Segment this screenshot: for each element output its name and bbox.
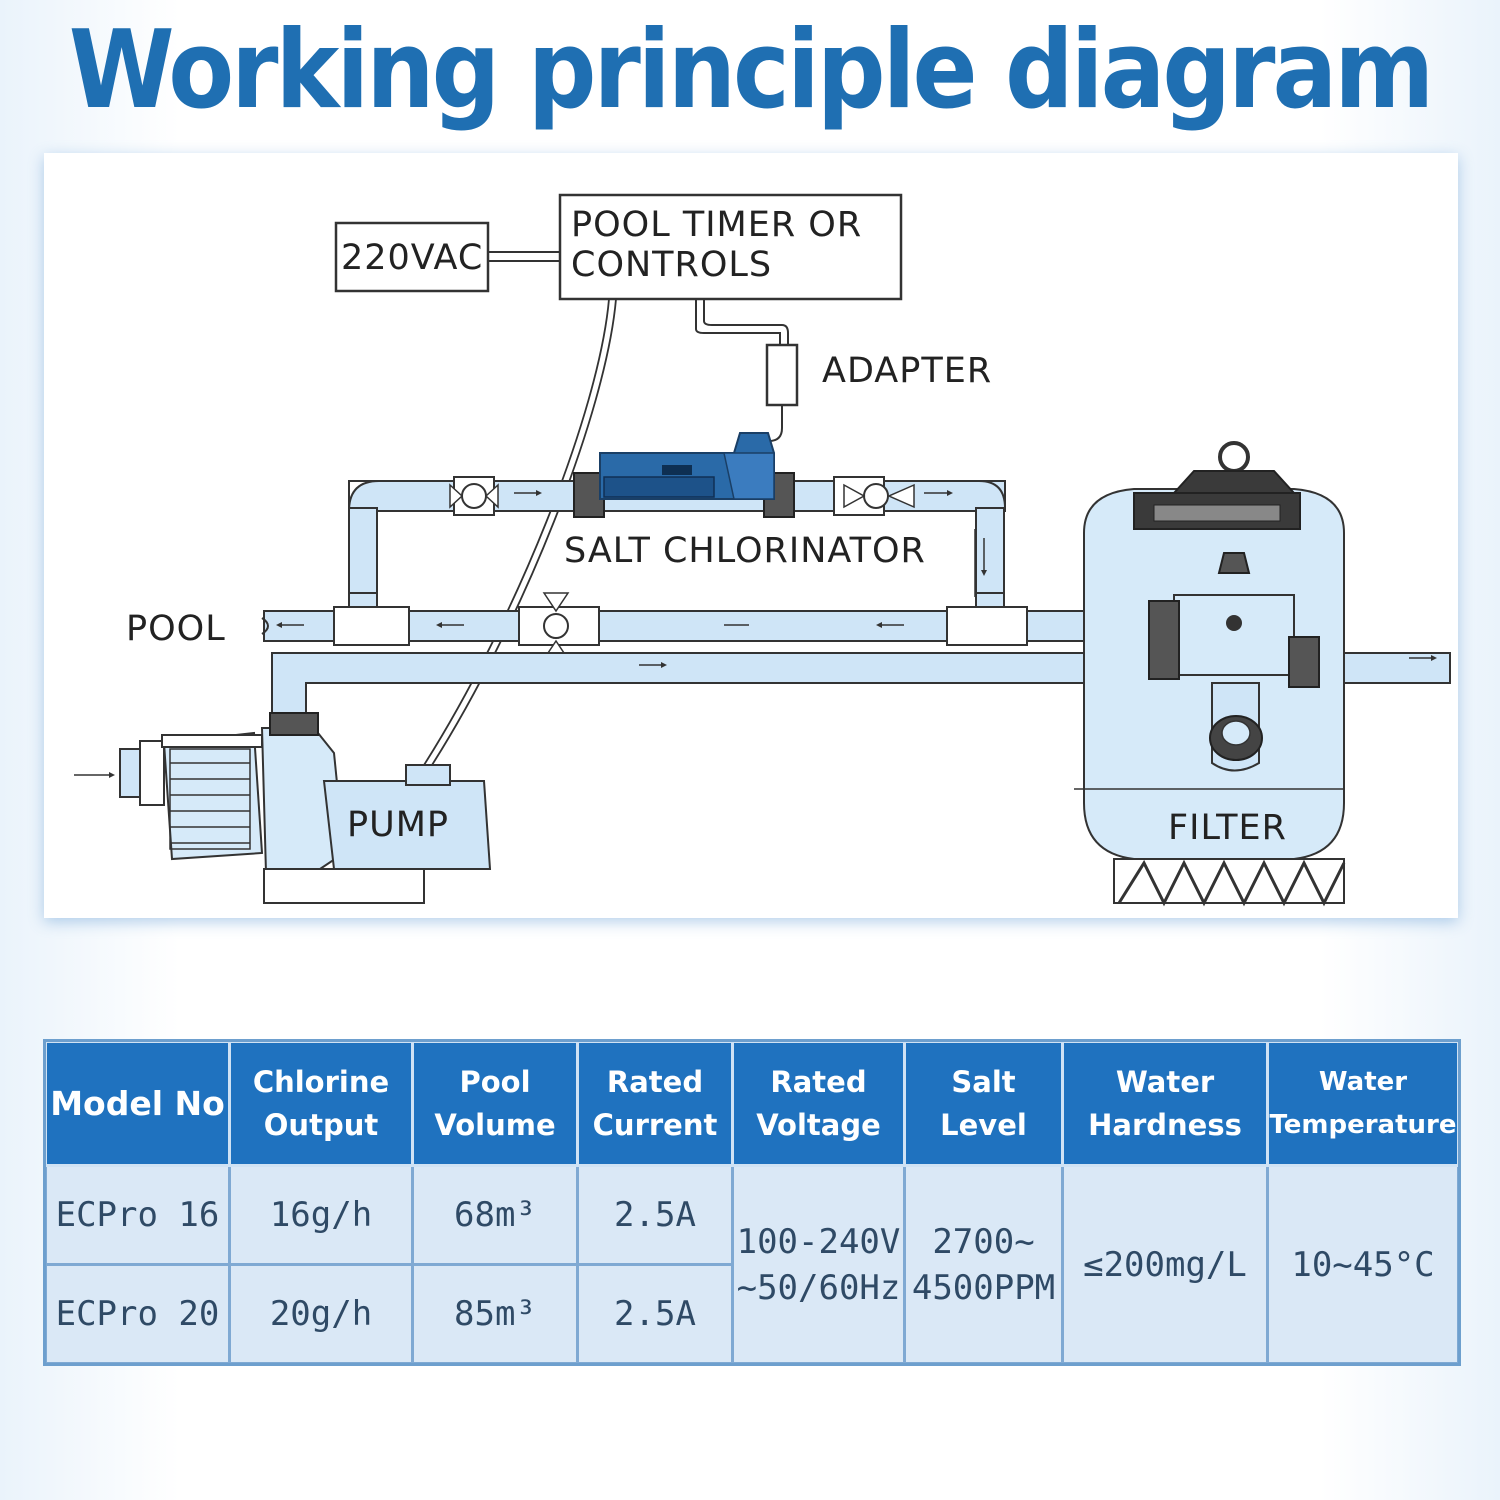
rated-current-cell: 2.5A: [576, 1263, 734, 1365]
water-temperature-cell: 10~45°C: [1266, 1164, 1460, 1365]
pool-timer-box: [558, 193, 903, 301]
power-supply-label: 220VAC: [341, 238, 484, 278]
pool-volume-cell: 68m³: [411, 1164, 579, 1266]
chlorine-output-cell: 16g/h: [228, 1164, 414, 1266]
pool-volume-cell: 85m³: [411, 1263, 579, 1365]
salt-chlorinator: [573, 432, 795, 518]
power-supply-box: [334, 221, 490, 293]
rated-voltage-cell: 100-240V~50/60Hz: [731, 1164, 906, 1365]
water-hardness-cell: ≤200mg/L: [1061, 1164, 1269, 1365]
working-principle-diagram: 220VAC POOL TIMER OR CONTROLS ADAPTER SA…: [44, 153, 1458, 918]
model-cell: ECPro 16: [44, 1164, 231, 1266]
salt-chlorinator-label: SALT CHLORINATOR: [564, 531, 926, 571]
salt-level-cell: 2700~4500PPM: [903, 1164, 1064, 1365]
pool-timer-label-line1: POOL TIMER OR: [571, 205, 863, 245]
page-title: Working principle diagram: [68, 7, 1435, 133]
adapter-box: [765, 343, 799, 407]
pool-pump: [74, 712, 492, 904]
table-row: ECPro 20 20g/h 85m³ 2.5A: [44, 1263, 1459, 1365]
header-model: Model No: [44, 1040, 231, 1167]
pool-timer-label-line2: CONTROLS: [571, 245, 773, 285]
chlorine-output-cell: 20g/h: [228, 1263, 414, 1365]
table-row: ECPro 16 16g/h 68m³ 2.5A 100-240V~50/60H…: [44, 1164, 1460, 1365]
pump-label: PUMP: [347, 805, 450, 845]
diagram-drawing: [74, 193, 1451, 907]
filter-label: FILTER: [1168, 808, 1287, 848]
model-cell: ECPro 20: [44, 1263, 231, 1365]
sand-filter: [1074, 441, 1346, 907]
pool-label: POOL: [126, 609, 226, 649]
adapter-label: ADAPTER: [822, 351, 993, 391]
rated-current-cell: 2.5A: [576, 1164, 734, 1266]
